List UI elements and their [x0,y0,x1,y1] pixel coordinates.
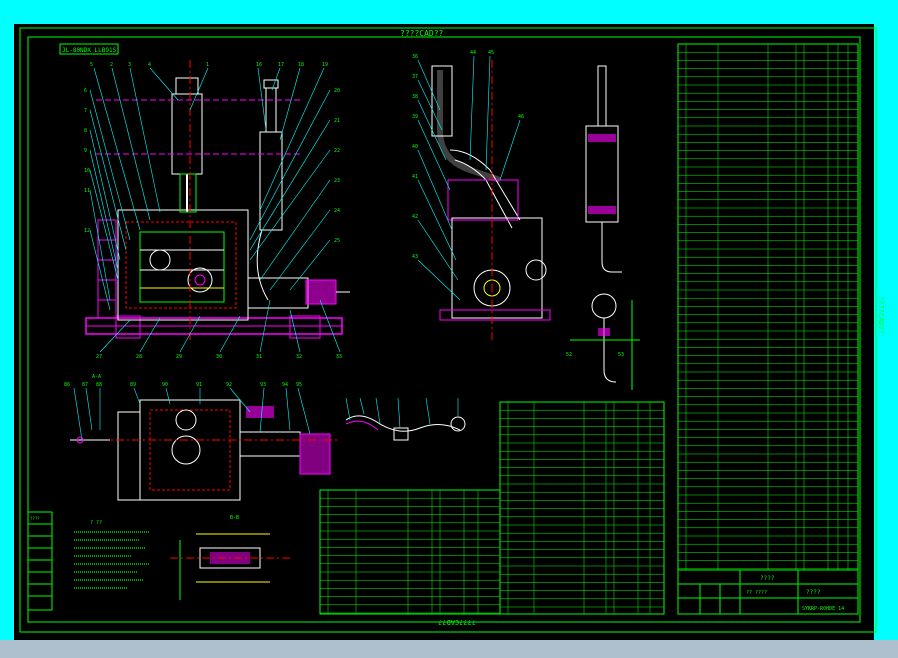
svg-text:42: 42 [412,214,418,220]
frame-right-band [874,0,898,640]
svg-text:22: 22 [334,148,340,154]
shaft-detail [170,533,290,600]
bom-table-right [677,43,859,571]
svg-text:88: 88 [96,382,102,388]
svg-text:95: 95 [296,382,302,388]
svg-text:44: 44 [470,50,476,56]
left-revision-strip [27,511,53,611]
section-label-a: A-A [92,374,101,380]
drawing-sheet [14,24,874,640]
svg-text:21: 21 [334,118,340,124]
svg-text:37: 37 [412,74,418,80]
svg-text:87: 87 [82,382,88,388]
svg-text:39: 39 [412,114,418,120]
svg-text:86: 86 [64,382,70,388]
front-view-label: JL-80NDX LLB91S [62,47,117,54]
svg-text:30: 30 [216,354,222,360]
svg-text:40: 40 [412,144,418,150]
svg-text:16: 16 [256,62,262,68]
technical-notes [74,531,150,589]
svg-text:32: 32 [296,354,302,360]
bom-table-middle [499,401,665,615]
svg-text:19: 19 [322,62,328,68]
frame-left-band [0,0,14,640]
svg-text:20: 20 [334,88,340,94]
svg-text:10: 10 [84,168,90,174]
svg-text:90: 90 [162,382,168,388]
svg-text:5: 5 [90,62,93,68]
svg-text:24: 24 [334,208,340,214]
title-block-scale: SYKRP-ROHDE 14 [802,606,844,612]
svg-text:18: 18 [298,62,304,68]
svg-text:9: 9 [84,148,87,154]
engine-top-view: 86 87 88 89 90 91 92 93 94 95 [64,382,340,501]
svg-text:52: 52 [566,352,572,358]
svg-text:28: 28 [136,354,142,360]
svg-text:6: 6 [84,88,87,94]
svg-text:3: 3 [128,62,131,68]
svg-text:93: 93 [260,382,266,388]
svg-text:91: 91 [196,382,202,388]
svg-text:17: 17 [278,62,284,68]
svg-text:29: 29 [176,354,182,360]
bom-table-lower [319,489,501,615]
top-title: ????CAD?? [400,29,444,38]
title-block [677,569,859,615]
svg-text:25: 25 [334,238,340,244]
svg-text:89: 89 [130,382,136,388]
svg-text:7: 7 [84,108,87,114]
svg-text:12: 12 [84,228,90,234]
svg-text:4: 4 [148,62,151,68]
wiring-harness-detail [345,397,466,441]
muffler-detail: 52 53 [566,65,640,390]
title-block-drawing-no: ?? ???? [746,590,767,596]
svg-text:2: 2 [110,62,113,68]
left-strip-header: ???? [30,516,40,521]
svg-text:45: 45 [488,50,494,56]
svg-text:8: 8 [84,128,87,134]
bottom-title: ????CAD?? [438,618,476,626]
svg-text:43: 43 [412,254,418,260]
svg-text:92: 92 [226,382,232,388]
title-block-name: ???? [760,575,775,582]
engine-end-view: 36 37 38 39 40 41 42 43 44 45 46 [412,50,551,340]
title-block-company: ???? [806,589,821,596]
svg-text:31: 31 [256,354,262,360]
svg-text:23: 23 [334,178,340,184]
side-title: ????CAD?? [877,296,885,334]
notes-title: ? ?? [90,520,102,526]
svg-text:11: 11 [84,188,90,194]
svg-text:53: 53 [618,352,624,358]
svg-text:41: 41 [412,174,418,180]
frame-top-band [0,0,898,24]
svg-text:94: 94 [282,382,288,388]
svg-text:33: 33 [336,354,342,360]
svg-text:46: 46 [518,114,524,120]
svg-text:38: 38 [412,94,418,100]
svg-text:36: 36 [412,54,418,60]
section-label-b: B-B [230,515,239,521]
svg-text:1: 1 [206,62,209,68]
svg-text:27: 27 [96,354,102,360]
